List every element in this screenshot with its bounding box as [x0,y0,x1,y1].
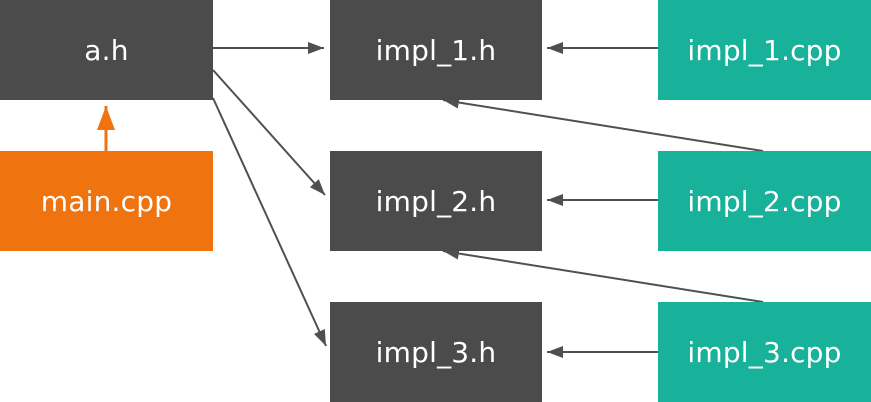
edge-impl2-cpp-to-impl1-h [442,96,764,152]
node-a-h: a.h [0,0,213,100]
node-impl2-cpp: impl_2.cpp [658,151,871,251]
node-impl3-cpp: impl_3.cpp [658,302,871,402]
node-impl2-h: impl_2.h [330,151,542,251]
node-main-cpp: main.cpp [0,151,213,251]
edge-a-h-to-impl2-h [212,69,326,196]
node-impl1-h: impl_1.h [330,0,542,100]
node-impl1-cpp: impl_1.cpp [658,0,871,100]
edge-a-h-to-impl3-h [212,97,327,347]
node-impl3-h: impl_3.h [330,302,542,402]
edge-impl3-cpp-to-impl2-h [442,247,764,303]
